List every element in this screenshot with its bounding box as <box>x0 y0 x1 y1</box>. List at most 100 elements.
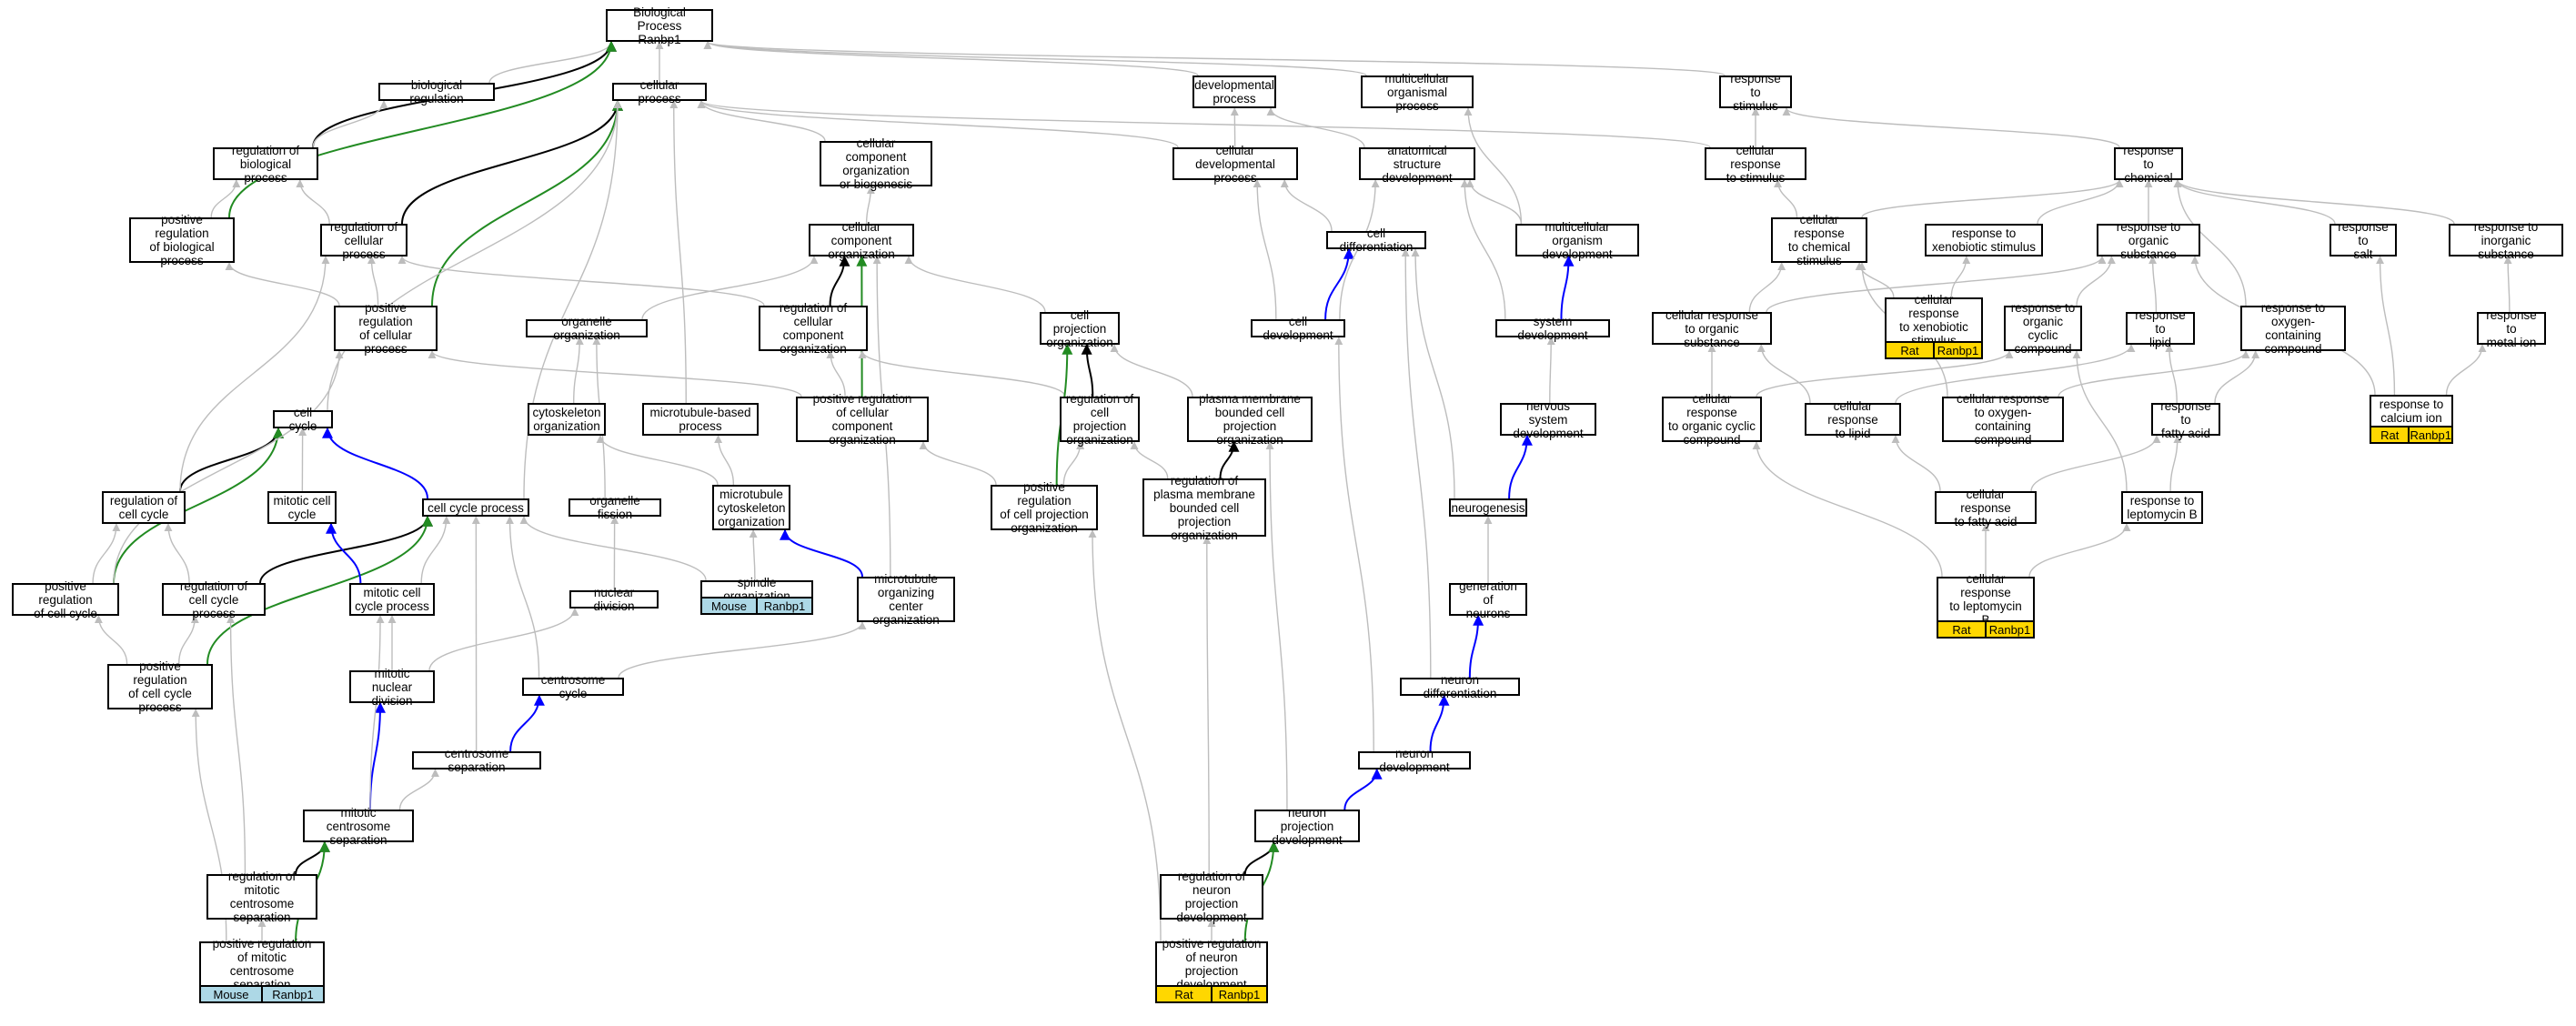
edge-respsalt-to-respchem <box>2173 179 2336 225</box>
edge-respfatty-to-respoxy <box>2214 350 2260 404</box>
edge-celldev-to-anatdev <box>1339 179 1380 320</box>
edge-cellrespchem-to-cellrespstim <box>1774 179 1798 218</box>
edge-nervdev-to-sysdev <box>1546 337 1555 404</box>
edge-mtcytoorg-to-cytoorg <box>596 435 719 486</box>
edge-neurdiff-to-celldiff <box>1401 248 1432 679</box>
edge-cellleptoB-to-cellorgcyc <box>1752 441 1943 578</box>
go-term-nervdev: nervous system development <box>1500 399 1596 440</box>
gene-label: Ranbp1 <box>1933 343 1981 357</box>
go-term-pmbound: plasma membrane bounded cell projection … <box>1187 392 1313 447</box>
edge-celllipid-to-resplipid <box>1895 344 2136 404</box>
go-term-neurogen: neurogenesis <box>1449 498 1527 517</box>
edge-cellorgsub-to-resporgsub <box>1766 256 2107 313</box>
edge-centcycle-to-mtoc <box>618 621 867 679</box>
edge-posregbio-to-bp <box>228 40 617 218</box>
edge-pmbound-to-cellproj <box>1110 344 1193 397</box>
edge-regcellcycle-to-cellcycle <box>179 427 284 492</box>
edge-respcalcium-to-respsalt <box>2376 256 2396 396</box>
edge-celldev-to-celldevproc <box>1253 179 1277 320</box>
edge-mitnucdiv-to-nucdiv <box>428 608 579 671</box>
edge-cellleptoB-to-respleptoB <box>2028 523 2131 578</box>
species-label: Rat <box>1174 987 1193 1001</box>
edge-celloxy-to-respoxy <box>2058 350 2250 397</box>
go-term-cellfatty: cellular response to fatty acid <box>1935 488 2037 528</box>
edge-posregcell-to-cellproc <box>431 99 623 307</box>
go-term-bioreg: biological regulation <box>378 78 495 106</box>
edge-resplipid-to-resporgsub <box>2148 256 2158 313</box>
go-term-cellproc: cellular process <box>612 78 707 106</box>
edge-orgorg-to-ccorg <box>641 256 819 320</box>
go-term-resporgsub: response to organic substance <box>2097 220 2200 261</box>
edge-regcellproj-to-regccorg <box>858 350 1066 397</box>
edge-multidev-to-multiorg <box>1464 107 1523 225</box>
go-term-regpm: regulation of plasma membrane bounded ce… <box>1142 474 1266 542</box>
go-term-celllipid: cellular response to lipid <box>1805 399 1901 440</box>
edge-multiorg-to-bp <box>703 41 1367 76</box>
go-term-bp: Biological Process Ranbp1 <box>606 5 713 46</box>
edge-resporgcyc-to-resporgsub <box>2076 256 2116 307</box>
go-term-mtbased: microtubule-based process <box>642 403 759 436</box>
go-term-multiorg: multicellular organismal process <box>1361 72 1474 113</box>
go-term-regcellproj: regulation of cell projection organizati… <box>1060 392 1140 447</box>
edge-neurogen-to-celldiff <box>1411 248 1455 499</box>
edge-anatdev-to-devproc <box>1266 107 1365 148</box>
go-term-ccorg: cellular component organization <box>809 220 914 261</box>
go-term-spindle: spindle organization <box>700 576 813 603</box>
gene-label: Ranbp1 <box>2408 428 2451 442</box>
go-term-cellcycleproc: cell cycle process <box>422 498 529 517</box>
edge-centsep-to-centcycle <box>509 694 545 752</box>
go-term-neurprojdev: neuron projection development <box>1254 806 1360 847</box>
go-term-respleptoB: response to leptomycin B <box>2121 491 2203 524</box>
edge-respfatty-to-resplipid <box>2165 344 2178 404</box>
go-term-posregbio: positive regulation of biological proces… <box>129 213 235 267</box>
edge-ccorgbio-to-cellproc <box>697 100 826 142</box>
go-term-genneur: generation of neurons <box>1449 579 1527 620</box>
edge-neurprojdev-to-pmbound <box>1265 441 1288 810</box>
go-term-cellorgsub: cellular response to organic substance <box>1652 308 1772 349</box>
go-term-mtoc: microtubule organizing center organizati… <box>857 572 955 627</box>
go-term-respstim: response to stimulus <box>1719 72 1792 113</box>
edge-devproc-to-bp <box>703 41 1199 76</box>
edge-regccorg-to-ccorg <box>829 255 850 307</box>
edge-respinorg-to-respchem <box>2173 179 2455 225</box>
edge-cellproj-to-ccorg <box>904 256 1046 313</box>
edge-celldiff-to-celldevproc <box>1280 179 1333 232</box>
edge-posregneurproj-to-posregcellproj <box>1088 529 1162 942</box>
go-term-mitcellcycle: mitotic cell cycle <box>267 491 337 524</box>
go-term-cellxeno: cellular response to xenobiotic stimulus <box>1885 293 1983 347</box>
edge-posregcellcycle-to-posregcell <box>113 350 344 584</box>
edge-regbio-to-bioreg <box>312 100 388 148</box>
edge-cellorgsub-to-cellrespchem <box>1748 262 1786 313</box>
edge-regpm-to-regcellproj <box>1130 441 1169 479</box>
edge-regmitcent-to-regccproc <box>226 615 247 875</box>
go-term-mitnucdiv: mitotic nuclear division <box>349 667 435 708</box>
edge-respleptoB-to-resporgcyc <box>2072 350 2128 492</box>
edge-neurprojdev-to-neurdev <box>1343 768 1383 810</box>
edge-neurogen-to-nervdev <box>1508 434 1533 499</box>
edge-posregccorg-to-regccorg <box>826 350 846 397</box>
go-term-respxeno: response to xenobiotic stimulus <box>1925 224 2043 256</box>
go-term-multidev: multicellular organism development <box>1515 220 1639 261</box>
go-term-neurdiff: neuron differentiation <box>1400 673 1520 700</box>
go-term-cellrespchem: cellular response to chemical stimulus <box>1771 213 1867 267</box>
edge-posregcellproj-to-regcellproj <box>1062 441 1085 486</box>
edge-celldevproc-to-cellproc <box>697 100 1179 148</box>
edge-cellrespchem-to-respchem <box>1861 179 2124 218</box>
go-term-mitcentsep: mitotic centrosome separation <box>303 806 414 847</box>
edge-regccproc-to-cellcycleproc <box>259 515 433 584</box>
edge-cellfatty-to-celllipid <box>1891 435 1941 492</box>
edge-respxeno-to-respchem <box>2037 179 2124 225</box>
go-term-celldev: cell development <box>1251 315 1345 342</box>
go-term-respcalcium: response to calcium ion <box>2370 395 2453 428</box>
edge-posregcellproj-to-posregccorg <box>919 441 997 486</box>
go-term-respmetal: response to metal ion <box>2477 308 2546 349</box>
edge-cellcycleproc-to-cellcycle <box>322 427 428 499</box>
go-term-regcellcycle: regulation of cell cycle <box>102 491 186 524</box>
edge-sysdev-to-multidev <box>1560 255 1575 320</box>
edge-posregcellcycle-to-cellcycle <box>113 427 284 584</box>
edge-mtbased-to-cellproc <box>669 100 687 404</box>
go-term-cellproj: cell projection organization <box>1040 308 1120 349</box>
